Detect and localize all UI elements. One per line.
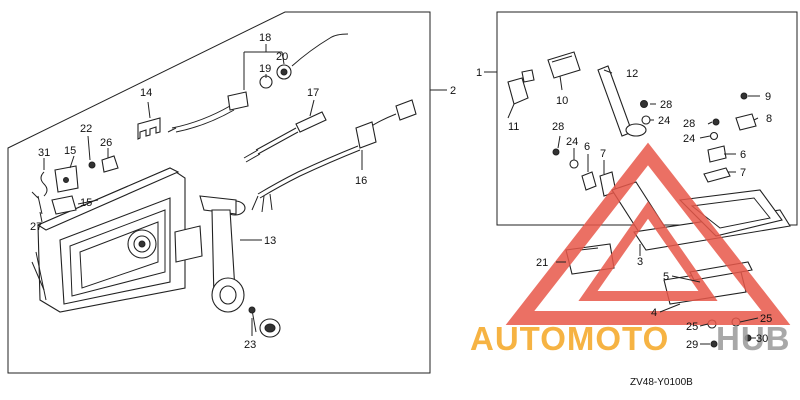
callout-24c: 24 [683, 133, 695, 145]
cable-harness-16 [251, 99, 417, 213]
watermark-text-automoto: AUTOMOTO [470, 320, 669, 357]
callout-24b: 24 [658, 115, 670, 127]
callout-2: 2 [450, 85, 456, 97]
callout-6a: 6 [584, 141, 590, 153]
callout-labels: 1 2 3 4 5 6 6 7 7 8 9 10 11 12 13 14 15 … [30, 32, 772, 351]
remote-control-box [31, 167, 203, 313]
callout-22: 22 [80, 123, 92, 135]
watermark-triangle-icon [505, 142, 791, 325]
callout-13: 13 [264, 235, 276, 247]
clip-bracket [137, 117, 161, 140]
callout-5: 5 [663, 271, 669, 283]
callout-7b: 7 [740, 167, 746, 179]
callout-10: 10 [556, 95, 568, 107]
callout-7a: 7 [600, 148, 606, 160]
callout-21: 21 [536, 257, 548, 269]
control-bracket-parts [507, 51, 757, 197]
callout-1: 1 [476, 67, 482, 79]
callout-28c: 28 [683, 118, 695, 130]
callout-14: 14 [140, 87, 152, 99]
small-fasteners-left [31, 155, 119, 215]
callout-4: 4 [651, 307, 657, 319]
callout-9: 9 [765, 91, 771, 103]
callout-8: 8 [766, 113, 772, 125]
callout-19: 19 [259, 63, 271, 75]
callout-28a: 28 [552, 121, 564, 133]
grommet-and-screw [248, 306, 281, 338]
callout-15b: 15 [80, 197, 92, 209]
callout-11: 11 [508, 121, 519, 133]
leader-lines [39, 44, 760, 345]
callout-17: 17 [307, 87, 319, 99]
callout-29: 29 [686, 339, 698, 351]
control-lever [199, 195, 262, 313]
callout-15a: 15 [64, 145, 76, 157]
switch-harness [167, 33, 349, 133]
cable-harness-17 [243, 111, 327, 163]
callout-6b: 6 [740, 149, 746, 161]
callout-25b: 25 [760, 313, 772, 325]
watermark-inner-triangle-icon [578, 201, 718, 301]
callout-28b: 28 [660, 99, 672, 111]
callout-31: 31 [38, 147, 50, 159]
watermark: AUTOMOTO HUB [470, 142, 791, 357]
callout-20: 20 [276, 51, 288, 63]
callout-24a: 24 [566, 136, 578, 148]
left-panel-frame [7, 11, 431, 374]
diagram-code: ZV48-Y0100B [630, 377, 693, 388]
callout-18: 18 [259, 32, 271, 44]
callout-26: 26 [100, 137, 112, 149]
callout-27: 27 [30, 221, 42, 233]
callout-3: 3 [637, 256, 643, 268]
callout-30: 30 [756, 333, 768, 345]
callout-16: 16 [355, 175, 367, 187]
callout-12: 12 [626, 68, 638, 80]
callout-25a: 25 [686, 321, 698, 333]
callout-23: 23 [244, 339, 256, 351]
